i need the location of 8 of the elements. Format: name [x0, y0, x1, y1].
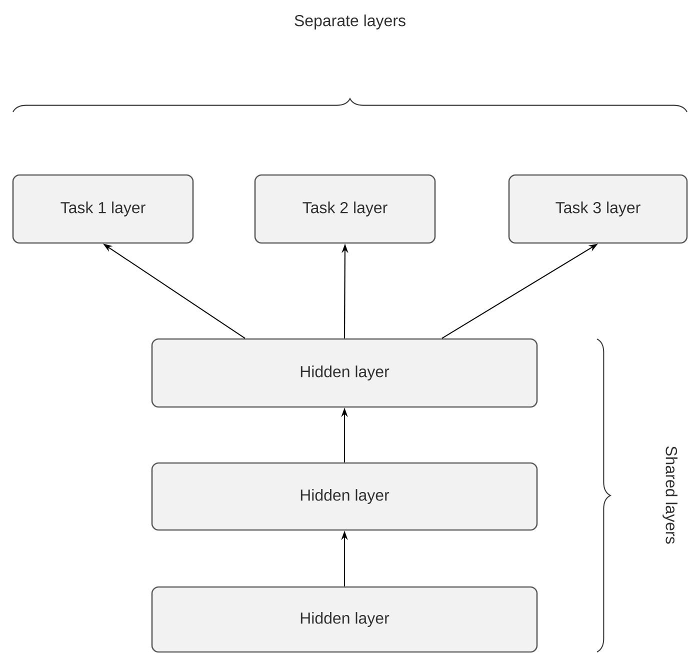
group-label: Separate layers [294, 14, 406, 30]
layer-box: Hidden layer [151, 586, 538, 653]
layer-box: Task 3 layer [508, 174, 688, 244]
layer-box: Hidden layer [151, 338, 538, 408]
group-label: Shared layers [662, 446, 678, 544]
layer-box: Task 2 layer [254, 174, 436, 244]
layer-box: Task 1 layer [12, 174, 194, 244]
layer-box: Hidden layer [151, 462, 538, 531]
